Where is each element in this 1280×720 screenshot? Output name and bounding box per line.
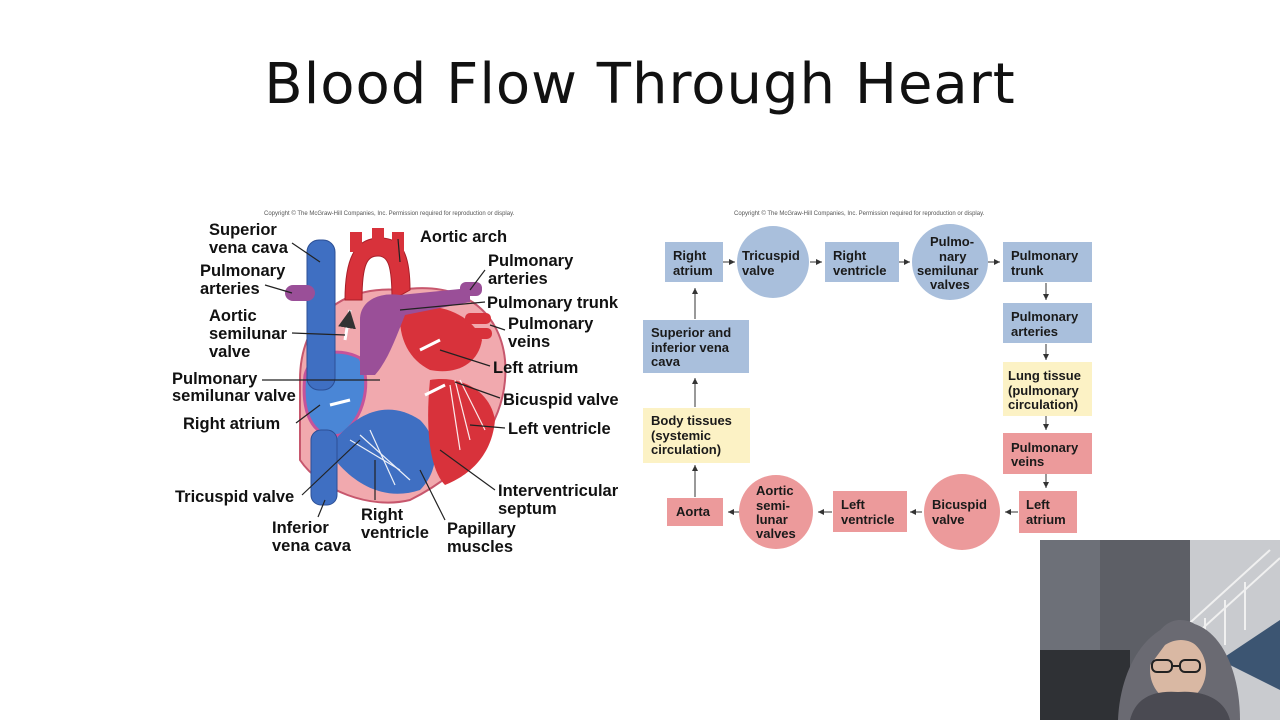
flow-node-left-ventricle [833, 491, 907, 532]
flow-node-aortic-semilunar-valves [739, 475, 813, 549]
superior-vena-cava [306, 239, 336, 391]
chordae-tendineae [349, 379, 486, 486]
inferior-vena-cava [310, 429, 338, 506]
flow-node-vena-cava [643, 320, 749, 373]
person-video-icon [1040, 540, 1280, 720]
label-left-atrium: Left atrium [493, 359, 578, 377]
label-pulmonary-trunk: Pulmonary trunk [487, 294, 619, 312]
flow-node-tricuspid-valve [737, 226, 809, 298]
left-ventricle-shape [428, 379, 495, 485]
flow-node-right-atrium [665, 242, 723, 282]
flow-node-left-atrium [1019, 491, 1077, 533]
aorta-branch-1 [350, 232, 362, 252]
slide-title: Blood Flow Through Heart [264, 52, 1016, 117]
webcam-video-feed [1040, 540, 1280, 720]
pulmonary-vein-1 [465, 313, 491, 324]
pulmonary-vein-2 [468, 328, 492, 339]
flow-node-right-ventricle [825, 242, 899, 282]
right-ventricle-shape [335, 409, 435, 494]
copyright-notice-right: Copyright © The McGraw-Hill Companies, I… [734, 211, 985, 217]
copyright-notice-left: Copyright © The McGraw-Hill Companies, I… [264, 211, 515, 217]
label-tricuspid-valve: Tricuspid valve [175, 488, 294, 506]
flow-node-pulmonary-veins [1003, 433, 1092, 474]
heart-illustration [285, 228, 507, 506]
heart-flow-arrows [329, 309, 446, 407]
flow-node-body-tissues [643, 408, 750, 463]
flow-node-pulmonary-arteries [1003, 303, 1092, 343]
flow-node-bicuspid-valve [924, 474, 1000, 550]
left-pulmonary-artery-branch [285, 285, 315, 301]
label-bicuspid-valve: Bicuspid valve [503, 391, 619, 409]
heart-leader-lines [262, 238, 506, 521]
flow-arrows [692, 259, 1049, 515]
aorta-branch-2 [372, 228, 384, 248]
label-right-atrium: Right atrium [183, 415, 280, 433]
pulmonary-trunk [360, 288, 470, 375]
flow-node-lung-tissue [1003, 362, 1092, 416]
flow-node-pulmonary-semilunar-valves [912, 224, 988, 300]
label-aortic-arch: Aortic arch [420, 228, 507, 246]
flow-node-aorta [667, 498, 723, 526]
label-left-ventricle: Left ventricle [508, 420, 611, 438]
flow-node-pulmonary-trunk [1003, 242, 1092, 282]
flow-text-aorta: Aorta [676, 504, 711, 519]
left-atrium-shape [399, 306, 482, 372]
